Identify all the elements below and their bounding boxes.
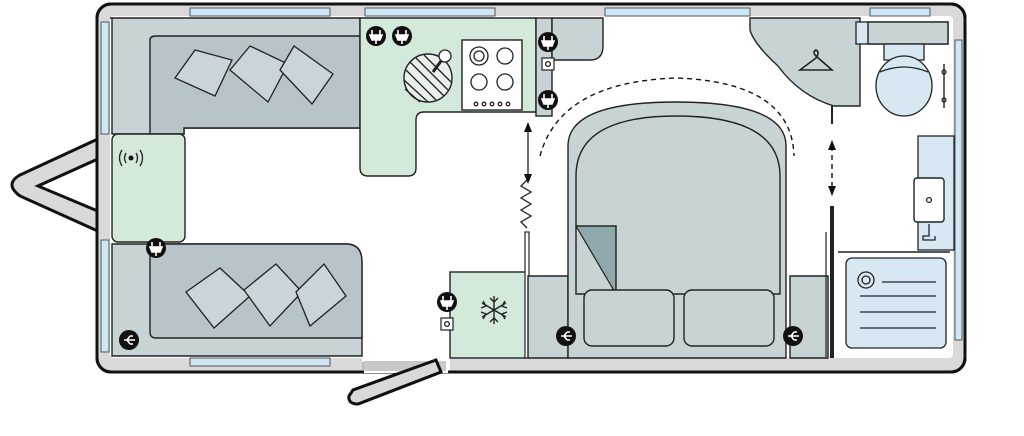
washroom-cabinet[interactable] (867, 21, 949, 45)
bed-side-cabinet-right[interactable] (789, 275, 829, 359)
power-socket-icon (366, 26, 386, 46)
towel-rail-end (941, 97, 947, 103)
mattress-fold-line (576, 225, 617, 294)
washroom (838, 21, 955, 349)
tv-aerial-icon (118, 149, 144, 167)
windows (100, 7, 963, 367)
wardrobe-unit[interactable] (749, 17, 861, 107)
power-socket-icon (538, 32, 558, 52)
sink-drain (925, 196, 933, 204)
bed-pillow-left[interactable] (583, 289, 675, 347)
window-rear (954, 39, 963, 341)
power-socket-icon (437, 292, 457, 312)
front-lounge (110, 17, 363, 357)
sink-tap (922, 224, 936, 241)
light-switch-icon (440, 317, 454, 331)
gas-hob-icon[interactable] (461, 39, 523, 111)
window-top-washroom (869, 7, 931, 17)
shower-drain (857, 271, 875, 289)
window-top-middle (604, 7, 751, 17)
snowflake-icon (480, 296, 508, 324)
light-switch-icon (541, 57, 555, 71)
window-bottom-lounge (189, 357, 331, 367)
toilet-icon[interactable] (875, 55, 933, 117)
entrance-door-panel[interactable] (347, 358, 443, 406)
window-top-lounge (189, 7, 331, 17)
towel-rail-end (941, 69, 947, 75)
shower-drain-inner (861, 275, 871, 285)
usb-socket-icon (783, 326, 803, 346)
shower-tray-icon[interactable] (845, 257, 947, 349)
a-frame-hitch (10, 135, 102, 235)
kitchen-sink[interactable] (403, 49, 453, 103)
coat-hanger-icon (797, 49, 835, 71)
scatter-cushion[interactable] (295, 262, 347, 328)
kitchen-corner-unit[interactable] (551, 17, 604, 61)
front-chest-table[interactable] (111, 133, 186, 243)
concertina-door-left[interactable] (519, 179, 533, 229)
scatter-cushion[interactable] (174, 49, 233, 97)
toilet-rim (879, 66, 929, 73)
mattress[interactable] (575, 115, 781, 295)
power-socket-icon (146, 238, 166, 258)
window-front-upper (100, 21, 110, 135)
bed-pillow-right[interactable] (683, 289, 775, 347)
window-top-kitchen (364, 7, 496, 17)
bed-pull-out-dashes (539, 77, 795, 157)
usb-socket-icon (556, 326, 576, 346)
usb-socket-icon (119, 330, 139, 350)
bed-side-cabinet-left[interactable] (527, 275, 569, 359)
fridge-unit[interactable] (449, 271, 527, 359)
window-front-lower (100, 239, 110, 353)
caravan-body-outline (95, 2, 967, 374)
sink-icon[interactable] (913, 177, 945, 223)
island-bed (527, 77, 829, 359)
power-socket-icon (538, 90, 558, 110)
power-socket-icon (392, 26, 412, 46)
scatter-cushion[interactable] (279, 45, 334, 106)
